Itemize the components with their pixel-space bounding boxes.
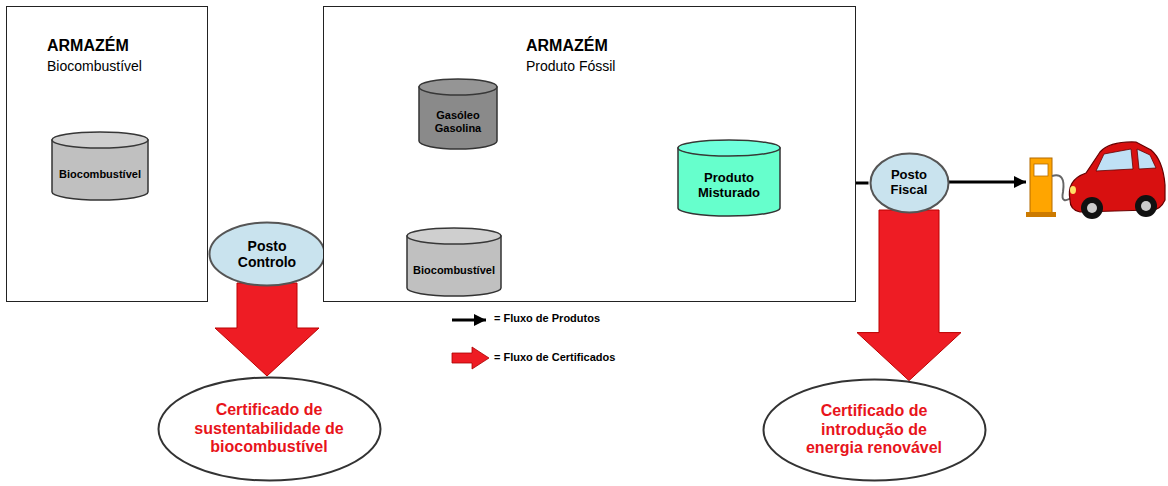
- legend-certificate-sample: [452, 347, 489, 369]
- warehouse-heading: ARMAZÉM: [526, 37, 608, 55]
- legend-label: = Fluxo de Produtos: [494, 312, 600, 325]
- fuel-pump-icon: [1026, 158, 1074, 217]
- node-label: Posto Fiscal: [885, 168, 933, 198]
- tax-post: Posto Fiscal: [869, 152, 950, 214]
- node-label: Certificado de sustentabilidade de bioco…: [194, 401, 344, 456]
- blend-tank: Produto Misturado: [677, 139, 781, 217]
- certificate-ellipse: Certificado de introdução de energia ren…: [762, 378, 987, 482]
- warehouse-box: ARMAZÉMBiocombustívelBiocombustível: [6, 6, 208, 302]
- storage-tank: Biocombustível: [51, 131, 149, 201]
- control-post: Posto Controlo: [208, 221, 326, 287]
- pump-arrow: [946, 181, 1026, 184]
- node-label: Biocombustível: [59, 168, 141, 181]
- node-label: Produto Misturado: [686, 171, 772, 201]
- certificate-flow-arrow: [215, 283, 319, 376]
- warehouse-box: ARMAZÉM Produto FóssilGasóleo GasolinaBio…: [323, 6, 856, 302]
- legend-product-sample: [452, 319, 486, 322]
- warehouse-subheading: Produto Fóssil: [526, 58, 615, 74]
- warehouse-subheading: Biocombustível: [47, 58, 142, 74]
- node-label: Biocombustível: [413, 264, 495, 277]
- tank-outline: [406, 227, 502, 297]
- legend-label: = Fluxo de Certificados: [494, 351, 615, 364]
- car-icon: [1069, 142, 1165, 219]
- tank-outline: [51, 131, 149, 201]
- storage-tank: Biocombustível: [406, 227, 502, 297]
- certificate-flow-arrow: [857, 210, 961, 381]
- node-label: Posto Controlo: [230, 238, 304, 270]
- warehouse-heading: ARMAZÉM: [47, 37, 129, 55]
- node-label: Certificado de introdução de energia ren…: [799, 402, 949, 457]
- storage-tank: Gasóleo Gasolina: [418, 78, 498, 150]
- node-label: Gasóleo Gasolina: [427, 109, 489, 134]
- certificate-ellipse: Certificado de sustentabilidade de bioco…: [157, 376, 382, 482]
